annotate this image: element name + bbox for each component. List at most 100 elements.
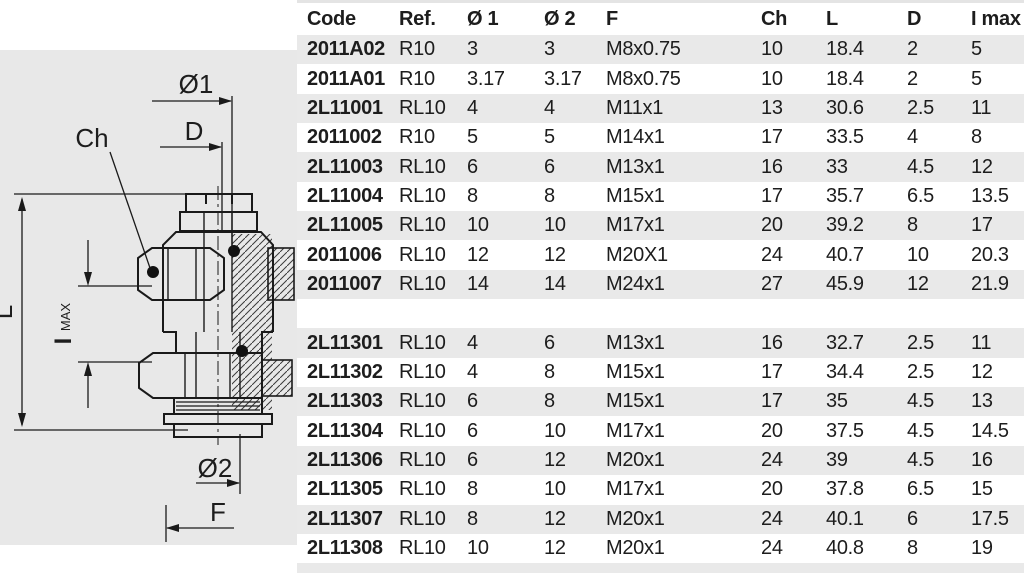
cell-d: 2.5 [907, 96, 934, 119]
cell-f: M20x1 [606, 507, 665, 530]
cell-f: M17x1 [606, 419, 665, 442]
cell-l: 33 [826, 155, 848, 178]
cell-dia1: 5 [467, 126, 478, 149]
cell-l: 35 [826, 390, 848, 413]
cell-ref: RL10 [399, 478, 446, 501]
cell-imax: 19 [971, 537, 993, 560]
cell-ch: 24 [761, 448, 783, 471]
cell-code: 2L11306 [307, 448, 383, 471]
cell-dia1: 8 [467, 478, 478, 501]
cell-dia1: 6 [467, 419, 478, 442]
cell-l: 40.7 [826, 243, 864, 266]
cell-ch: 17 [761, 126, 783, 149]
cell-ch: 17 [761, 184, 783, 207]
cell-ref: RL10 [399, 331, 446, 354]
cell-ref: RL10 [399, 390, 446, 413]
cell-ref: RL10 [399, 184, 446, 207]
cell-f: M14x1 [606, 126, 665, 149]
label-dia1: Ø1 [179, 69, 214, 99]
cell-imax: 17 [971, 214, 993, 237]
cell-imax: 14.5 [971, 419, 1009, 442]
cell-l: 35.7 [826, 184, 864, 207]
cell-dia2: 12 [544, 537, 566, 560]
cell-dia2: 10 [544, 478, 566, 501]
cell-dia1: 8 [467, 184, 478, 207]
cell-ch: 16 [761, 331, 783, 354]
cell-d: 12 [907, 272, 929, 295]
cell-dia2: 14 [544, 272, 566, 295]
cell-l: 30.6 [826, 96, 864, 119]
cell-dia2: 3 [544, 38, 555, 61]
header-imax: I max [971, 7, 1021, 30]
cell-ch: 24 [761, 507, 783, 530]
cell-imax: 11 [971, 331, 992, 354]
cell-dia2: 10 [544, 419, 566, 442]
cell-d: 8 [907, 214, 918, 237]
cell-dia1: 4 [467, 331, 478, 354]
cell-code: 2011A01 [307, 67, 385, 90]
cell-dia2: 10 [544, 214, 566, 237]
cell-f: M15x1 [606, 360, 665, 383]
cell-f: M20X1 [606, 243, 668, 266]
cell-ref: RL10 [399, 419, 446, 442]
cell-ch: 17 [761, 360, 783, 383]
cell-l: 37.5 [826, 419, 864, 442]
cell-f: M24x1 [606, 272, 665, 295]
header-dia1: Ø 1 [467, 7, 499, 30]
cell-ref: R10 [399, 67, 435, 90]
cell-dia2: 6 [544, 331, 555, 354]
ch-leader-dot [147, 266, 159, 278]
cell-code: 2011A02 [307, 38, 385, 61]
cell-dia2: 8 [544, 390, 555, 413]
cell-dia1: 10 [467, 214, 489, 237]
cell-l: 34.4 [826, 360, 864, 383]
cell-l: 18.4 [826, 38, 864, 61]
cell-code: 2011007 [307, 272, 382, 295]
cell-imax: 13.5 [971, 184, 1009, 207]
cell-ch: 20 [761, 214, 783, 237]
cell-code: 2L11301 [307, 331, 383, 354]
cell-dia1: 6 [467, 155, 478, 178]
cell-dia1: 4 [467, 360, 478, 383]
cell-d: 4.5 [907, 419, 934, 442]
cell-ref: RL10 [399, 537, 446, 560]
cell-ch: 24 [761, 243, 783, 266]
cell-l: 40.1 [826, 507, 864, 530]
cell-imax: 12 [971, 360, 993, 383]
label-dia2: Ø2 [198, 453, 233, 483]
cell-l: 45.9 [826, 272, 864, 295]
cell-code: 2L11305 [307, 478, 383, 501]
cell-dia2: 8 [544, 360, 555, 383]
cell-dia2: 12 [544, 507, 566, 530]
header-l: L [826, 7, 838, 30]
cell-dia1: 8 [467, 507, 478, 530]
section-hatch-locknut [261, 359, 293, 397]
cell-ref: RL10 [399, 96, 446, 119]
cell-code: 2L11004 [307, 184, 383, 207]
cell-code: 2011006 [307, 243, 382, 266]
dimension-arrowheads [18, 97, 240, 532]
cell-imax: 21.9 [971, 272, 1009, 295]
cell-f: M13x1 [606, 331, 665, 354]
dimension-lines [14, 96, 241, 542]
label-l: L [0, 305, 18, 319]
section-hatch-flange [267, 247, 295, 301]
cell-ch: 27 [761, 272, 783, 295]
cell-f: M15x1 [606, 390, 665, 413]
cell-l: 40.8 [826, 537, 864, 560]
cell-imax: 17.5 [971, 507, 1009, 530]
cell-l: 37.8 [826, 478, 864, 501]
cell-d: 4.5 [907, 155, 934, 178]
